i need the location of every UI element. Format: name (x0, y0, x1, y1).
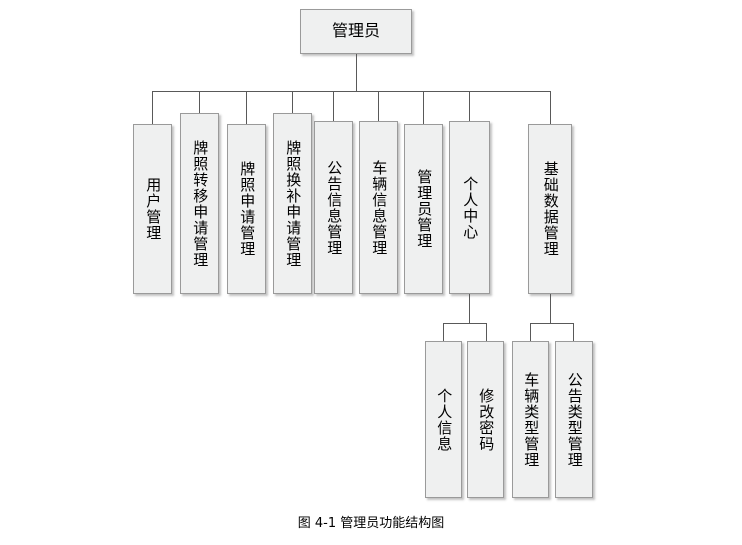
node-personal-center[interactable]: 个人中心 (449, 121, 490, 294)
node-label: 基础数据管理 (541, 161, 560, 257)
node-plate-application-management[interactable]: 牌照申请管理 (227, 124, 266, 294)
node-label: 牌照换补申请管理 (284, 139, 303, 268)
node-label: 用户管理 (144, 177, 163, 241)
node-plate-replacement-application-management[interactable]: 牌照换补申请管理 (273, 113, 312, 294)
node-change-password[interactable]: 修改密码 (467, 341, 504, 498)
node-label: 公告信息管理 (325, 159, 344, 256)
node-basic-data-management[interactable]: 基础数据管理 (528, 124, 572, 294)
edge-drop-announcement-info-management (333, 91, 334, 121)
edge-drop-user-management (152, 91, 153, 124)
node-announcement-type-management[interactable]: 公告类型管理 (555, 341, 593, 498)
node-label: 车辆信息管理 (370, 159, 389, 256)
edge-drop-admin-management (423, 91, 424, 124)
node-label: 牌照申请管理 (238, 161, 257, 257)
edge-level2-bus (152, 91, 551, 92)
edge-basic-data-bus (530, 323, 574, 324)
node-vehicle-info-management[interactable]: 车辆信息管理 (359, 121, 398, 294)
node-label: 管理员 (331, 21, 380, 41)
edge-drop-change-password (486, 323, 487, 341)
node-label: 个人信息 (435, 387, 454, 452)
edge-drop-plate-transfer-application-management (199, 91, 200, 113)
node-root-administrator[interactable]: 管理员 (300, 9, 412, 54)
node-personal-info[interactable]: 个人信息 (425, 341, 462, 498)
node-vehicle-type-management[interactable]: 车辆类型管理 (512, 341, 549, 498)
edge-personal-center-bus (443, 323, 486, 324)
node-label: 修改密码 (477, 387, 496, 452)
node-user-management[interactable]: 用户管理 (133, 124, 172, 294)
edge-root-stem (356, 54, 357, 91)
node-plate-transfer-application-management[interactable]: 牌照转移申请管理 (180, 113, 219, 294)
node-label: 个人中心 (461, 175, 480, 240)
figure-caption: 图 4-1 管理员功能结构图 (297, 516, 445, 531)
node-label: 管理员管理 (415, 169, 434, 249)
node-label: 牌照转移申请管理 (191, 139, 210, 268)
edge-drop-plate-application-management (246, 91, 247, 124)
edge-drop-vehicle-type-management (530, 323, 531, 341)
edge-drop-personal-center (469, 91, 470, 121)
edge-drop-vehicle-info-management (378, 91, 379, 121)
node-label: 公告类型管理 (565, 371, 584, 468)
edge-basic-data-stem (550, 294, 551, 323)
edge-personal-center-stem (469, 294, 470, 323)
node-announcement-info-management[interactable]: 公告信息管理 (314, 121, 353, 294)
edge-drop-personal-info (443, 323, 444, 341)
node-admin-management[interactable]: 管理员管理 (404, 124, 443, 294)
edge-drop-announcement-type-management (573, 323, 574, 341)
edge-drop-plate-replacement-application-management (292, 91, 293, 113)
edge-drop-basic-data-management (550, 91, 551, 124)
node-label: 车辆类型管理 (522, 371, 541, 468)
